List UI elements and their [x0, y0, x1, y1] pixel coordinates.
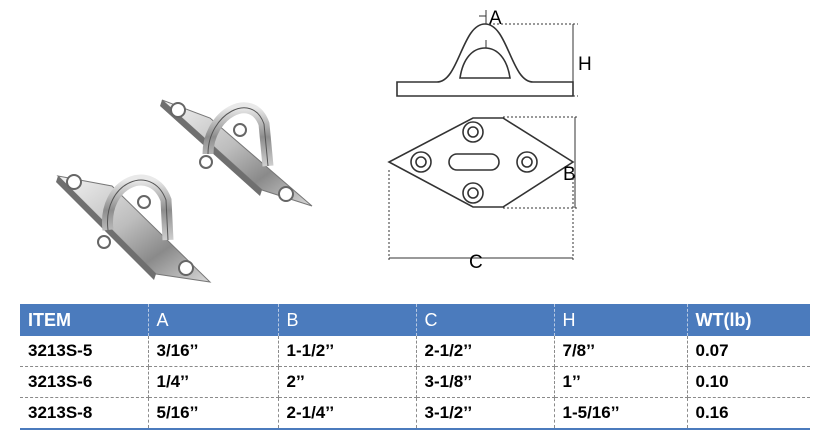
side-view [396, 23, 574, 97]
header-b: B [278, 304, 417, 336]
table-row: 3213S-8 5/16’’ 2-1/4’’ 3-1/2’’ 1-5/16’’ … [20, 397, 810, 430]
label-b: B [563, 164, 576, 185]
header-wt: WT(lb) [687, 304, 810, 336]
label-a: A [489, 8, 502, 29]
cell-wt: 0.10 [687, 366, 810, 398]
cell-wt: 0.07 [687, 336, 810, 367]
cell-c: 3-1/8’’ [416, 366, 555, 398]
spec-table: ITEM A B C H WT(lb) 3213S-5 3/16’’ 1-1/2… [20, 304, 810, 430]
dimension-a [479, 10, 487, 48]
header-item: ITEM [20, 304, 149, 336]
dimension-h [485, 23, 578, 97]
label-c: C [469, 252, 483, 273]
table-header-row: ITEM A B C H WT(lb) [20, 304, 810, 336]
dimension-b [503, 116, 578, 209]
pad-eye-front [56, 174, 212, 283]
header-h: H [554, 304, 688, 336]
table-row: 3213S-5 3/16’’ 1-1/2’’ 2-1/2’’ 7/8’’ 0.0… [20, 336, 810, 367]
header-a: A [148, 304, 279, 336]
cell-item: 3213S-6 [20, 366, 149, 398]
cell-h: 1’’ [554, 366, 688, 398]
table-row: 3213S-6 1/4’’ 2’’ 3-1/8’’ 1’’ 0.10 [20, 366, 810, 398]
cell-item: 3213S-5 [20, 336, 149, 367]
cell-wt: 0.16 [687, 397, 810, 430]
cell-a: 5/16’’ [148, 397, 279, 430]
cell-b: 2’’ [278, 366, 417, 398]
cell-c: 2-1/2’’ [416, 336, 555, 367]
pad-eye-back [160, 99, 313, 207]
top-view [387, 117, 575, 208]
cell-a: 1/4’’ [148, 366, 279, 398]
cell-b: 1-1/2’’ [278, 336, 417, 367]
cell-h: 1-5/16’’ [554, 397, 688, 430]
cell-h: 7/8’’ [554, 336, 688, 367]
dimension-drawing: A H B C [387, 8, 592, 273]
label-h: H [578, 54, 592, 75]
cell-c: 3-1/2’’ [416, 397, 555, 430]
cell-item: 3213S-8 [20, 397, 149, 430]
dimension-c [388, 170, 574, 262]
cell-a: 3/16’’ [148, 336, 279, 367]
product-photo [56, 99, 313, 283]
cell-b: 2-1/4’’ [278, 397, 417, 430]
header-c: C [416, 304, 555, 336]
